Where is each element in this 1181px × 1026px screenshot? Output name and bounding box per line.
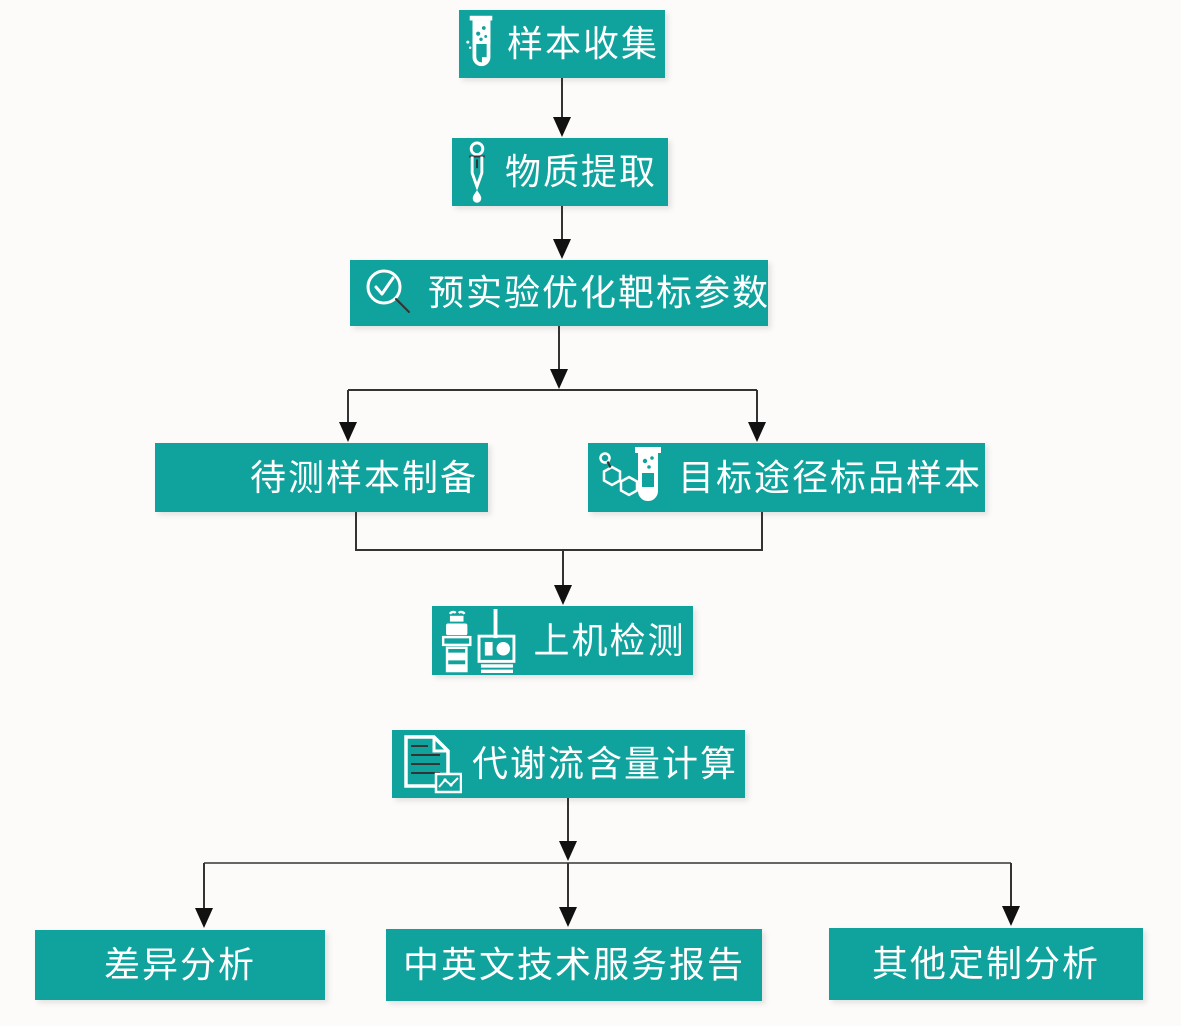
- node-machine-detection: 上机检测: [432, 606, 693, 675]
- node-sample-prep: 待测样本制备: [155, 443, 488, 512]
- node-diff-analysis: 差异分析: [35, 930, 325, 1000]
- arrowhead: [748, 422, 766, 442]
- node-label: 中英文技术服务报告: [402, 944, 745, 985]
- document-chart-icon: [404, 735, 462, 794]
- node-label: 其他定制分析: [871, 943, 1100, 984]
- dropper-icon: [469, 141, 485, 203]
- magnifier-check-icon: [366, 269, 410, 313]
- node-label: 待测样本制备: [249, 456, 478, 498]
- node-flux-calculation: 代谢流含量计算: [392, 730, 745, 798]
- arrowhead: [550, 369, 568, 389]
- molecule-testtube-icon: [599, 446, 661, 501]
- arrowhead: [553, 239, 571, 259]
- test-tube-icon: [466, 15, 493, 67]
- arrowhead: [559, 841, 577, 861]
- arrowhead: [553, 117, 571, 137]
- node-sample-collection: 样本收集: [459, 10, 665, 78]
- arrowhead: [195, 908, 213, 928]
- node-label: 目标途径标品样本: [678, 456, 983, 498]
- node-custom-analysis: 其他定制分析: [829, 928, 1143, 1000]
- node-standard-sample: 目标途径标品样本: [588, 443, 985, 512]
- node-label: 预实验优化靶标参数: [428, 272, 771, 313]
- node-label: 上机检测: [533, 619, 686, 661]
- node-label: 代谢流含量计算: [472, 743, 739, 784]
- arrowhead: [339, 422, 357, 442]
- node-tech-report: 中英文技术服务报告: [386, 929, 762, 1001]
- node-label: 差异分析: [103, 944, 256, 985]
- node-pre-experiment: 预实验优化靶标参数: [350, 260, 768, 326]
- arrowhead: [559, 907, 577, 927]
- arrowhead: [554, 585, 572, 605]
- arrowhead: [1002, 906, 1020, 926]
- instrument-icon: [441, 608, 515, 673]
- node-label: 物质提取: [504, 151, 657, 192]
- node-label: 样本收集: [507, 23, 660, 64]
- node-extraction: 物质提取: [452, 138, 668, 206]
